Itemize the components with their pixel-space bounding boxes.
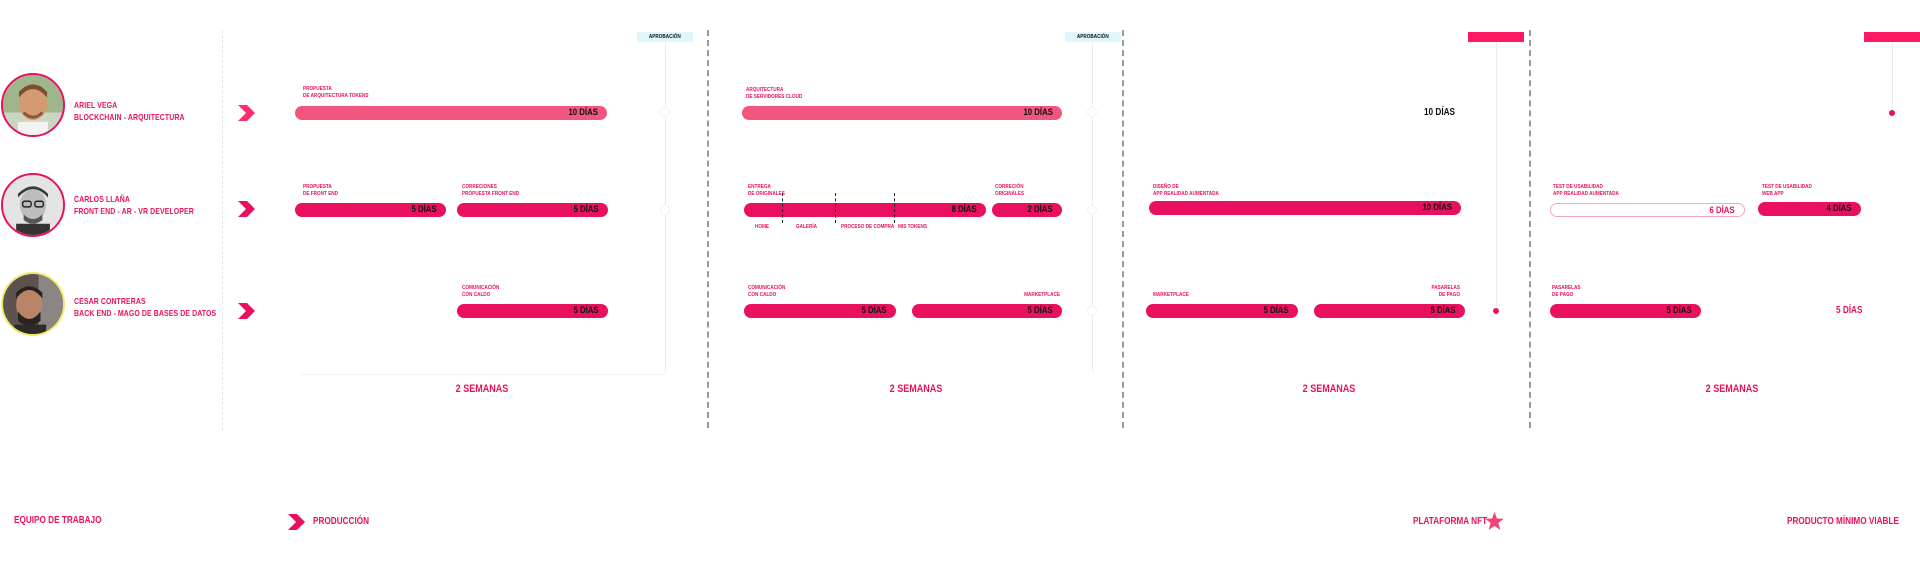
task-label: MARKETPLACE [1024,292,1060,298]
approval-badge-2: APROBACIÓN [1065,32,1121,42]
chevron-right-icon [238,302,256,320]
phase-duration: 2 SEMANAS [889,383,943,395]
task-bar[interactable]: 10 DÍAS [1149,201,1461,215]
task-bar[interactable]: 4 DÍAS [1758,202,1861,216]
task-bar[interactable]: 5 DÍAS [295,203,446,217]
deliverable-label: MIS TOKENS [898,224,928,230]
milestone-dot [1889,110,1895,116]
task-bar[interactable]: 10 DÍAS [742,106,1062,120]
deliverable-tick [835,193,836,223]
phase-separator-1 [707,30,709,428]
avatar-cesar-contreras [1,272,65,336]
task-bar[interactable]: 5 DÍAS [1314,304,1465,318]
team-member-2: CARLOS LLAÑA FRONT END - AR - VR DEVELOP… [74,193,194,217]
chevron-right-icon [238,200,256,218]
team-column-divider [222,30,223,430]
team-member-1: ARIEL VEGA BLOCKCHAIN - ARQUITECTURA [74,99,185,123]
approval-node [1087,107,1097,117]
approval-node [660,107,670,117]
duration-label: 10 DÍAS [1023,107,1053,118]
star-icon [1485,512,1504,531]
task-bar[interactable]: 5 DÍAS [1146,304,1298,318]
avatar-carlos-llana [1,173,65,237]
duration-label: 5 DÍAS [1263,305,1289,316]
duration-label: 5 DÍAS [411,204,437,215]
duration-label: 5 DÍAS [1836,305,1863,316]
deliverable-tick [894,193,895,223]
milestone-block-3 [1468,32,1524,42]
milestone-dot [1493,308,1499,314]
member-name: ARIEL VEGA [74,100,118,110]
duration-label: 6 DÍAS [1709,205,1735,216]
member-role: BACK END - mago de BASES DE DATOS [74,308,217,318]
phase-separator-3 [1529,30,1531,428]
chevron-right-icon [238,104,256,122]
approval-node [660,205,670,215]
avatar-ariel-vega [1,73,65,137]
task-bar[interactable]: 6 DÍAS [1550,203,1745,217]
duration-label: 10 DÍAS [1424,107,1455,118]
task-bar[interactable]: 2 DÍAS [992,203,1062,217]
footer-platform-label: PLATAFORMA NFT [1413,516,1488,527]
phase-duration: 2 SEMANAS [1705,383,1759,395]
team-member-3: CESAR CONTRERAS BACK END - mago de BASES… [74,295,216,319]
deliverable-tick [782,193,783,223]
footer-production-label: PRODUCCIÓN [313,516,370,527]
member-name: CESAR CONTRERAS [74,296,146,306]
phase-1-baseline [300,374,665,375]
duration-label: 5 DÍAS [573,204,599,215]
duration-label: 5 DÍAS [1666,305,1692,316]
duration-label: 10 DÍAS [1422,202,1452,213]
phase-duration: 2 SEMANAS [455,383,509,395]
member-role: FRONT END - AR - VR DEVELOPER [74,206,194,216]
duration-label: 5 DÍAS [1027,305,1053,316]
deliverable-label: HOME [755,224,770,230]
duration-label: 2 DÍAS [1027,204,1053,215]
task-bar[interactable]: 5 DÍAS [912,304,1062,318]
member-role: BLOCKCHAIN - ARQUITECTURA [74,112,185,122]
deliverable-label: PROCESO DE COMPRA [841,224,895,230]
approval-badge-1: APROBACIÓN [637,32,693,42]
duration-label: 8 DÍAS [951,204,977,215]
duration-label: 5 DÍAS [861,305,887,316]
task-bar[interactable]: 5 DÍAS [744,304,896,318]
member-name: CARLOS LLAÑA [74,194,130,204]
deliverable-label: GALERÍA [796,224,818,230]
task-label: MARKETPLACE [1153,292,1189,298]
chevron-right-icon [288,513,306,531]
milestone-line-4 [1892,42,1893,114]
task-bar[interactable]: 8 DÍAS [744,203,986,217]
task-bar[interactable]: 5 DÍAS [1550,304,1701,318]
footer-mvp-label: PRODUCTO MÍNIMO VIABLE [1787,516,1899,527]
milestone-line-3 [1496,42,1497,314]
phase-duration: 2 SEMANAS [1302,383,1356,395]
footer-team-label: EQUIPO DE TRABAJO [14,515,102,526]
duration-label: 10 DÍAS [568,107,598,118]
task-bar[interactable]: 5 DÍAS [457,304,608,318]
approval-node [1087,205,1097,215]
duration-label: 5 DÍAS [1430,305,1456,316]
milestone-block-4 [1864,32,1920,42]
approval-node [1087,306,1097,316]
task-bar[interactable]: 10 DÍAS [295,106,607,120]
task-bar[interactable]: 5 DÍAS [457,203,608,217]
duration-label: 5 DÍAS [573,305,599,316]
duration-label: 4 DÍAS [1826,203,1852,214]
phase-separator-2 [1122,30,1124,428]
